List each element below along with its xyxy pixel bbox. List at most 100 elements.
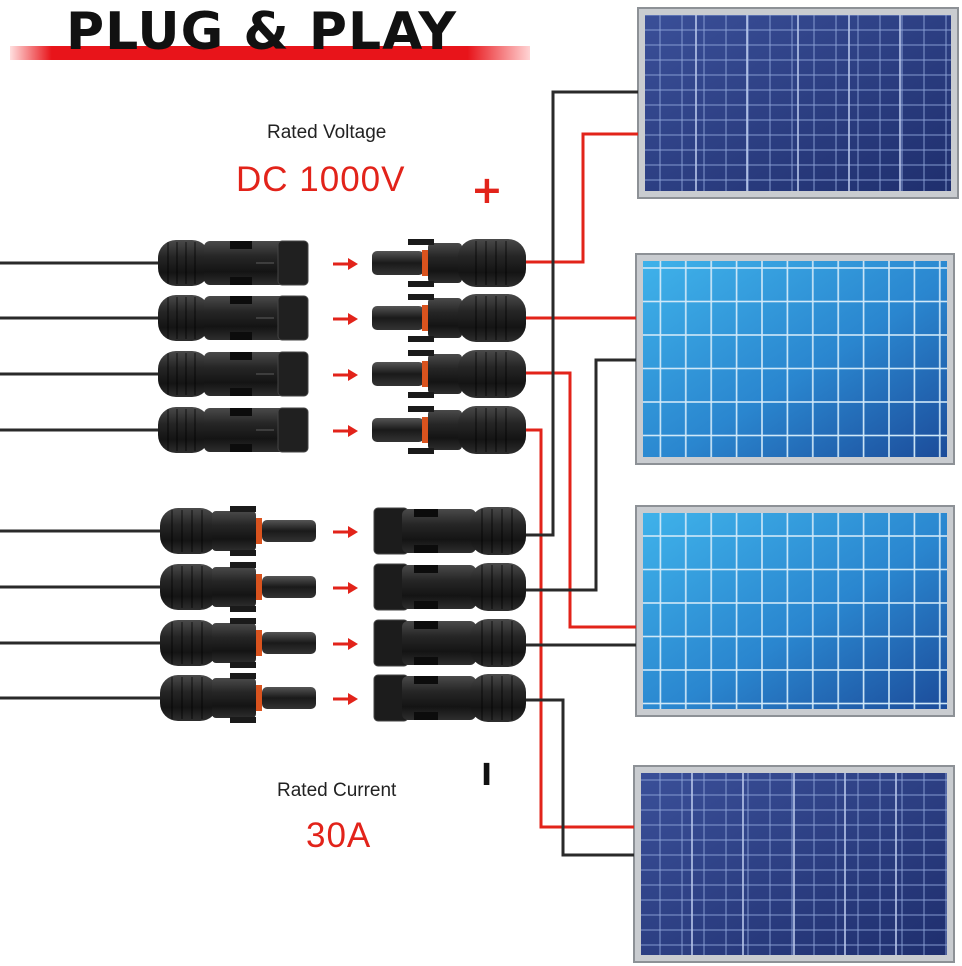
- cable-nut: [158, 295, 210, 341]
- arrow-icon: [333, 369, 358, 381]
- connector-pair-positive-2: [158, 294, 526, 342]
- cable-nut: [470, 674, 526, 722]
- seal-ring: [256, 630, 262, 656]
- male-pin-sleeve: [372, 251, 424, 275]
- male-pin-sleeve: [262, 632, 316, 654]
- seal-ring: [256, 685, 262, 711]
- cable-nut: [458, 239, 526, 287]
- seal-ring: [422, 417, 428, 443]
- seal-ring: [422, 305, 428, 331]
- wire-positive-1: [526, 132, 638, 264]
- rated-voltage-value: DC 1000V: [236, 160, 406, 199]
- connector-pair-positive-4: [158, 406, 526, 454]
- clip-arm: [230, 562, 256, 568]
- arrow-icon: [333, 582, 358, 594]
- latch-slot: [414, 657, 438, 665]
- male-pin-sleeve: [262, 576, 316, 598]
- seal-ring: [422, 361, 428, 387]
- arrow-icon: [333, 313, 358, 325]
- male-body: [212, 567, 256, 607]
- arrow-icon: [333, 638, 358, 650]
- cable-nut: [458, 406, 526, 454]
- clip-arm: [230, 673, 256, 679]
- male-body: [212, 511, 256, 551]
- latch-slot: [414, 712, 438, 720]
- female-socket: [277, 407, 309, 453]
- male-pin-sleeve: [372, 362, 424, 386]
- male-body: [428, 243, 462, 283]
- arrow-head: [348, 369, 358, 381]
- cable-nut: [470, 507, 526, 555]
- clip-arm: [408, 239, 434, 245]
- clip-arm: [408, 448, 434, 454]
- clip-arm: [230, 618, 256, 624]
- panel-cell-grid: [643, 261, 947, 457]
- cable-nut: [470, 563, 526, 611]
- wire-negative-4: [526, 698, 634, 857]
- solar-panel-3: [635, 505, 955, 717]
- title-banner: PLUG & PLAY: [0, 0, 540, 70]
- connector-pair-negative-1: [160, 506, 526, 556]
- latch-slot: [230, 444, 252, 452]
- male-body: [428, 298, 462, 338]
- wire-negative-1: [526, 90, 638, 537]
- title-underline: [10, 46, 530, 60]
- wire-negative-2: [526, 358, 636, 592]
- male-pin-sleeve: [372, 418, 424, 442]
- male-pin-sleeve: [262, 520, 316, 542]
- positive-sign: +: [471, 168, 503, 212]
- male-body: [212, 678, 256, 718]
- seal-ring: [256, 574, 262, 600]
- connector-pair-positive-3: [158, 350, 526, 398]
- female-socket: [277, 351, 309, 397]
- panel-cell-grid: [643, 513, 947, 709]
- cable-nut: [160, 675, 218, 721]
- male-body: [428, 354, 462, 394]
- male-body: [428, 410, 462, 450]
- clip-arm: [408, 336, 434, 342]
- female-body: [402, 509, 476, 553]
- latch-slot: [230, 332, 252, 340]
- female-body: [402, 621, 476, 665]
- connector-pair-negative-3: [160, 618, 526, 668]
- female-body: [204, 408, 300, 452]
- clip-arm: [230, 550, 256, 556]
- solar-panel-4: [633, 765, 955, 963]
- latch-slot: [230, 388, 252, 396]
- solar-panel-1: [637, 7, 959, 199]
- clip-arm: [230, 662, 256, 668]
- connector-pair-negative-2: [160, 562, 526, 612]
- clip-arm: [408, 392, 434, 398]
- male-pin-sleeve: [372, 306, 424, 330]
- female-body: [204, 352, 300, 396]
- arrow-head: [348, 638, 358, 650]
- latch-slot: [414, 621, 438, 629]
- clip-arm: [230, 717, 256, 723]
- latch-slot: [414, 676, 438, 684]
- cable-nut: [158, 240, 210, 286]
- cable-nut: [160, 620, 218, 666]
- female-body: [402, 565, 476, 609]
- latch-slot: [230, 296, 252, 304]
- female-body: [402, 676, 476, 720]
- male-body: [212, 623, 256, 663]
- wire-positive-3: [526, 371, 636, 629]
- negative-sign: I: [481, 758, 493, 793]
- page-title: PLUG & PLAY: [66, 2, 458, 62]
- connector-pair-negative-4: [160, 673, 526, 723]
- arrow-head: [348, 582, 358, 594]
- arrow-icon: [333, 693, 358, 705]
- arrow-head: [348, 313, 358, 325]
- latch-slot: [414, 601, 438, 609]
- connector-pair-positive-1: [158, 239, 526, 287]
- latch-slot: [230, 277, 252, 285]
- arrow-icon: [333, 526, 358, 538]
- arrow-head: [348, 526, 358, 538]
- female-body: [204, 296, 300, 340]
- cable-nut: [158, 407, 210, 453]
- rated-current-label: Rated Current: [277, 780, 397, 801]
- latch-slot: [230, 352, 252, 360]
- latch-slot: [414, 545, 438, 553]
- female-socket: [277, 295, 309, 341]
